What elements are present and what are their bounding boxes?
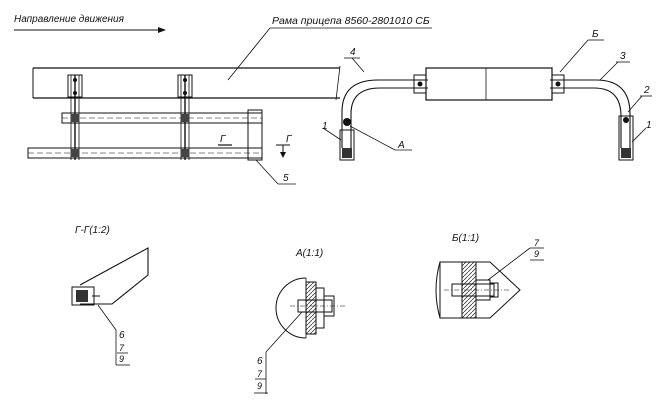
callout-b: Б	[559, 29, 604, 73]
section-gg-view: Г-Г(1:2) 6 7 9	[71, 225, 149, 366]
detail-a-weld-top: 7	[257, 369, 263, 379]
detail-b-title: Б(1:1)	[452, 233, 479, 244]
detail-a-view: А(1:1) 6 7 9	[254, 248, 345, 394]
callout-1-left-label: 1	[322, 121, 328, 132]
callout-b-label: Б	[592, 29, 599, 40]
bracket-right	[177, 74, 193, 160]
detail-b-weld-top: 7	[534, 238, 540, 248]
direction-label: Направление движения	[14, 14, 125, 25]
section-marker-label: Г	[220, 134, 227, 145]
detail-a-weld-num: 6	[257, 356, 263, 367]
callout-2: 2	[627, 85, 652, 113]
callout-3-label: 3	[620, 51, 626, 62]
section-gg-title: Г-Г(1:2)	[75, 225, 110, 236]
detail-a-title: А(1:1)	[295, 248, 323, 259]
callout-5-label: 5	[283, 173, 289, 184]
callout-1-right-label: 1	[646, 120, 652, 131]
trailer-frame-beam	[32, 65, 341, 101]
callout-a: А	[349, 125, 412, 151]
section-marker-g-arrow: Г	[276, 134, 293, 158]
callout-4: 4	[344, 47, 365, 73]
section-gg-weld-bottom: 9	[119, 354, 124, 364]
direction-arrowhead	[158, 27, 166, 33]
section-gg-weld-top: 7	[119, 343, 125, 353]
callout-1-right: 1	[631, 120, 652, 143]
bracket-foot-right	[618, 115, 634, 161]
detail-a-weld-bottom: 9	[257, 381, 262, 391]
direction-header: Направление движения	[14, 14, 166, 33]
section-marker-label-2: Г	[286, 134, 293, 145]
detail-b-weld-bottom: 9	[534, 249, 539, 259]
bracket-foot-left	[339, 118, 355, 161]
callout-2-label: 2	[643, 85, 650, 96]
section-gg-weld-num: 6	[119, 330, 125, 341]
callout-a-label: А	[397, 140, 405, 151]
bracket-left	[67, 74, 83, 160]
callout-1-left: 1	[322, 121, 342, 141]
frame-leader	[227, 27, 271, 81]
detail-b-view: Б(1:1) 7 9	[435, 233, 544, 319]
guard-rails	[27, 109, 263, 161]
frame-label: Рама прицепа 8560-2801010 СБ	[272, 15, 430, 27]
callout-4-label: 4	[350, 47, 356, 58]
callout-5: 5	[255, 159, 296, 185]
guard-tube-assembly	[341, 79, 631, 148]
section-marker-g-inline: Г	[218, 134, 232, 146]
callout-3: 3	[599, 51, 630, 81]
central-sleeve	[413, 67, 565, 101]
